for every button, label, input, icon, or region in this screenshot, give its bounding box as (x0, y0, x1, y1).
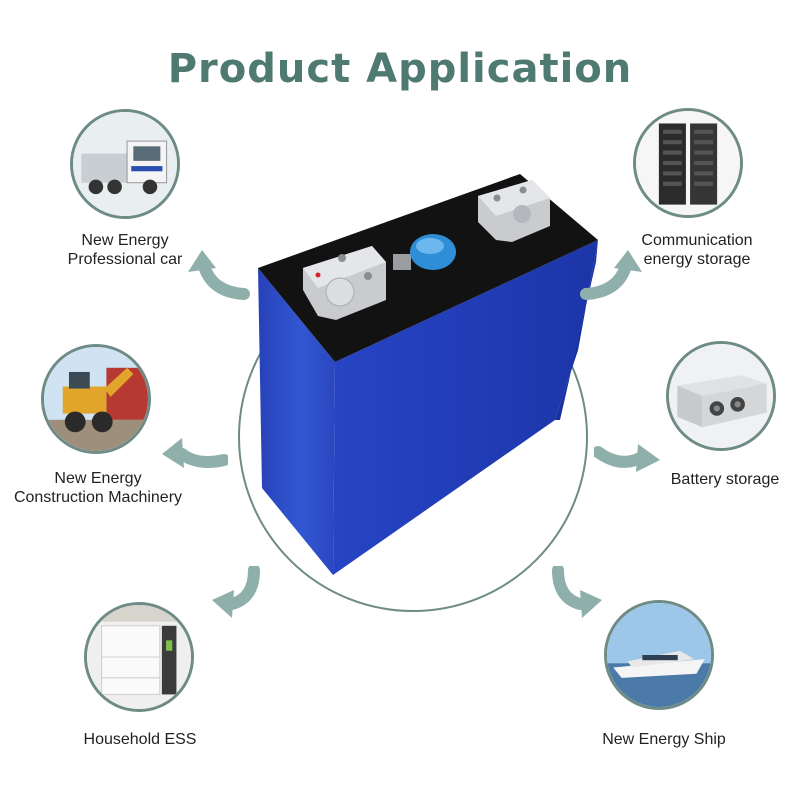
curved-arrow-icon (208, 566, 278, 626)
curved-arrow-icon (158, 424, 228, 484)
home-battery-icon (84, 602, 194, 712)
center-ring (238, 262, 588, 612)
curved-arrow-icon (578, 244, 648, 304)
server-rack-icon (633, 108, 743, 218)
curved-arrow-icon (182, 244, 252, 304)
label-energy-ship: New Energy Ship (602, 731, 726, 748)
label-professional-car: New Energy Professional car (67, 232, 183, 268)
truck-icon (70, 109, 180, 219)
page-title: Product Application (167, 46, 633, 92)
yacht-icon (604, 600, 714, 710)
label-construction-machinery: New Energy Construction Machinery (13, 470, 183, 506)
curved-arrow-icon (540, 566, 610, 626)
label-communication-storage: Communication energy storage (641, 232, 753, 268)
curved-arrow-icon (594, 424, 664, 484)
wheel-loader-icon (41, 344, 151, 454)
battery-module-icon (666, 341, 776, 451)
label-battery-storage: Battery storage (670, 471, 780, 488)
label-household-ess: Household ESS (83, 731, 197, 748)
